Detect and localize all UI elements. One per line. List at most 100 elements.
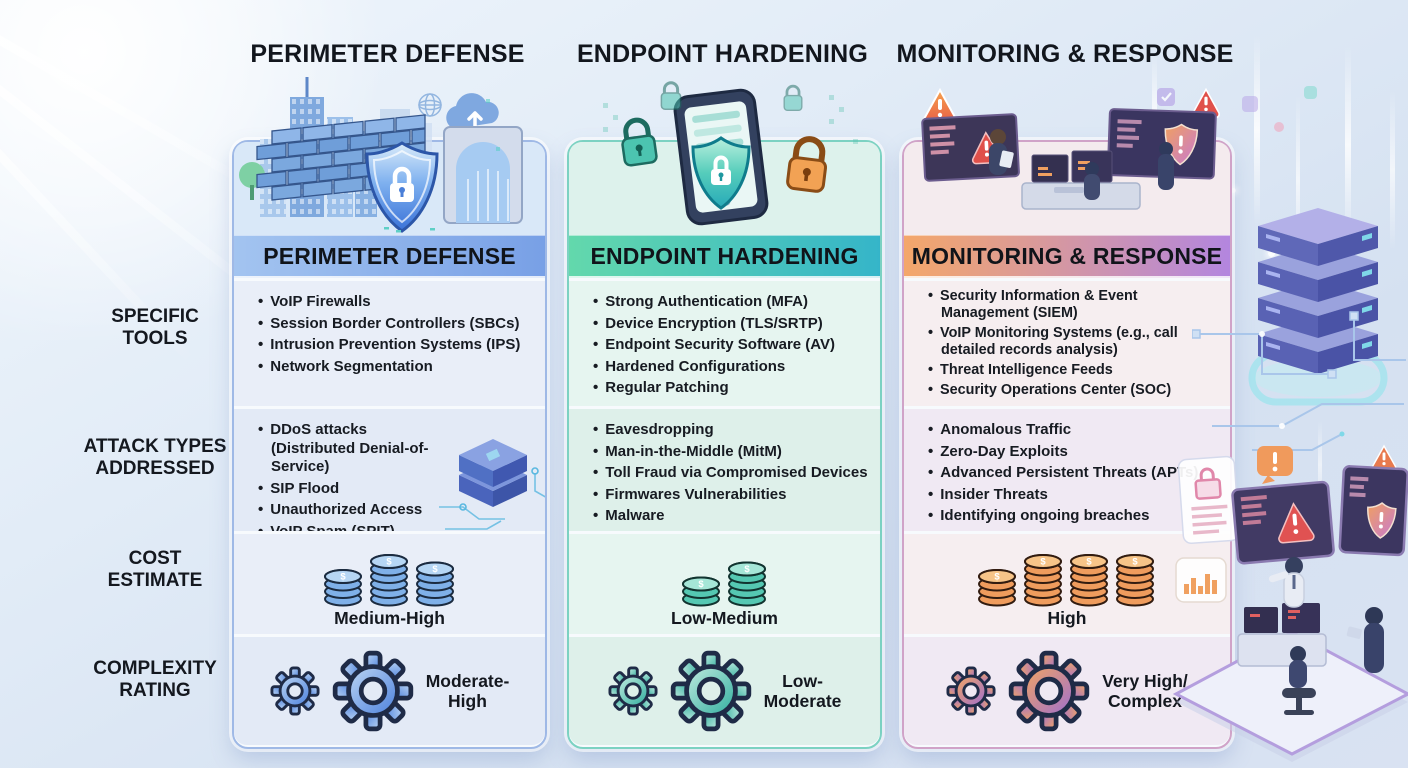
- svg-text:$: $: [698, 579, 704, 590]
- cost-label: Medium-High: [334, 607, 445, 628]
- bullet-item: Strong Authentication (MFA): [593, 293, 874, 312]
- soc-analysts-alert-monitors-illustration: [921, 87, 1221, 210]
- gear-icon: [332, 650, 414, 732]
- bullet-item: Regular Patching: [593, 379, 874, 398]
- complexity-label: Low- Moderate: [764, 671, 842, 711]
- light-streak-decoration: [1318, 420, 1322, 510]
- bullet-item: Unauthorized Access: [258, 501, 449, 520]
- column-title-perimeter: PERIMETER DEFENSE: [250, 40, 525, 68]
- attacks-list: Anomalous TrafficZero-Day ExploitsAdvanc…: [904, 409, 1230, 526]
- bullet-item: Insider Threats: [928, 486, 1224, 505]
- row-label-line: SPECIFIC: [111, 306, 199, 327]
- coin-stack-icon: $$: [677, 538, 773, 608]
- circuit-lines-decoration: [1192, 311, 1406, 451]
- card-title-band: ENDPOINT HARDENING: [569, 235, 880, 278]
- bullet-item: Zero-Day Exploits: [928, 443, 1224, 462]
- monitoring-illustration-area: [904, 87, 1230, 235]
- bullet-item: Malware: [593, 507, 874, 526]
- tools-list: VoIP FirewallsSession Border Controllers…: [234, 281, 545, 376]
- complexity-label-line: Moderate: [763, 691, 842, 711]
- column-title-endpoint: ENDPOINT HARDENING: [576, 40, 869, 68]
- svg-text:$: $: [744, 564, 750, 575]
- endpoint-illustration-area: [569, 81, 880, 235]
- bullet-item: Hardened Configurations: [593, 358, 874, 377]
- soc-room-illustration: [1172, 444, 1408, 762]
- card-endpoint-hardening: ENDPOINT HARDENING Strong Authentication…: [567, 81, 882, 749]
- bullet-item: Intrusion Prevention Systems (IPS): [258, 336, 539, 355]
- row-label-line: ADDRESSED: [95, 457, 215, 479]
- attacks-list: DDoS attacks (Distributed Denial-of-Serv…: [234, 409, 545, 531]
- cost-estimate-cell: $$$ Medium-High: [234, 534, 545, 634]
- perimeter-illustration-area: [234, 77, 545, 235]
- bullet-item: VoIP Firewalls: [258, 293, 539, 312]
- svg-text:$: $: [340, 572, 346, 583]
- row-label-line: COST: [128, 548, 182, 569]
- bullet-item: Eavesdropping: [593, 421, 874, 440]
- bullet-item: SIP Flood: [258, 480, 449, 499]
- bullet-item: VoIP Monitoring Systems (e.g., call deta…: [928, 325, 1224, 359]
- specific-tools-cell: Strong Authentication (MFA)Device Encryp…: [569, 281, 880, 406]
- svg-text:$: $: [386, 557, 392, 568]
- row-label-line: ATTACK TYPES: [83, 436, 227, 457]
- card-perimeter-defense: PERIMETER DEFENSE VoIP FirewallsSession …: [232, 77, 547, 749]
- svg-text:$: $: [994, 572, 1000, 583]
- row-label-line: TOOLS: [122, 327, 188, 349]
- card-title: MONITORING & RESPONSE: [911, 242, 1223, 269]
- bullet-item: Endpoint Security Software (AV): [593, 336, 874, 355]
- attack-types-cell: EavesdroppingMan-in-the-Middle (MitM) Tol…: [569, 409, 880, 531]
- complexity-label-line: Moderate-: [425, 670, 510, 691]
- bullet-item: Toll Fraud via Compromised Devices: [593, 464, 874, 483]
- column-title-monitoring: MONITORING & RESPONSE: [896, 40, 1234, 68]
- attack-types-cell: DDoS attacks (Distributed Denial-of-Serv…: [234, 409, 545, 531]
- row-label-complexity-rating: COMPLEXITY RATING: [55, 658, 255, 701]
- bullet-item: Security Operations Center (SOC): [928, 382, 1224, 399]
- glow-dot-decoration: [1231, 188, 1236, 193]
- bullet-item: Session Border Controllers (SBCs): [258, 315, 539, 334]
- row-label-line: RATING: [119, 679, 191, 701]
- row-label-line: COMPLEXITY: [93, 658, 217, 679]
- gear-icon: [946, 666, 996, 716]
- row-label-cost-estimate: COST ESTIMATE: [55, 548, 255, 591]
- tools-list: Strong Authentication (MFA)Device Encryp…: [569, 281, 880, 398]
- card-monitoring-response: MONITORING & RESPONSE Security Informati…: [902, 87, 1232, 749]
- cost-estimate-cell: $$$$ High: [904, 534, 1230, 634]
- gear-icon: [608, 666, 658, 716]
- bullet-item: Security Information & Event Management …: [928, 288, 1224, 322]
- complexity-rating-cell: Moderate- High: [234, 637, 545, 745]
- cost-label: Low-Medium: [671, 607, 778, 628]
- complexity-label: Very High/ Complex: [1102, 671, 1188, 711]
- coin-stack-icon: $$$: [319, 538, 461, 608]
- light-streak-decoration: [1345, 45, 1351, 245]
- attacks-list: EavesdroppingMan-in-the-Middle (MitM) Tol…: [569, 409, 880, 526]
- card-title-band: PERIMETER DEFENSE: [234, 235, 545, 278]
- complexity-label-line: High: [448, 691, 487, 711]
- bullet-item: Identifying ongoing breaches: [928, 507, 1224, 526]
- smartphone-shield-padlocks-illustration: [603, 81, 858, 226]
- row-label-attack-types: ATTACK TYPES ADDRESSED: [55, 436, 255, 479]
- city-firewall-shield-gate-illustration: [239, 77, 523, 233]
- card-title-band: MONITORING & RESPONSE: [904, 235, 1230, 278]
- tools-list: Security Information & Event Management …: [904, 281, 1230, 399]
- bullet-item: DDoS attacks (Distributed Denial-of-Serv…: [258, 421, 449, 477]
- cost-label: High: [1047, 607, 1087, 628]
- bullet-item: VoIP Spam (SPIT): [258, 523, 449, 531]
- row-label-specific-tools: SPECIFIC TOOLS: [55, 306, 255, 349]
- complexity-label: Moderate- High: [426, 671, 510, 711]
- attack-types-cell: Anomalous TrafficZero-Day ExploitsAdvanc…: [904, 409, 1230, 531]
- gear-icon: [270, 666, 320, 716]
- complexity-label-line: Very High/: [1102, 670, 1188, 691]
- light-streak-decoration: [1296, 95, 1300, 265]
- bullet-item: Man-in-the-Middle (MitM): [593, 443, 874, 462]
- card-title: PERIMETER DEFENSE: [263, 242, 516, 269]
- cost-estimate-cell: $$ Low-Medium: [569, 534, 880, 634]
- specific-tools-cell: VoIP FirewallsSession Border Controllers…: [234, 281, 545, 406]
- server-stack-illustration: [1248, 208, 1388, 406]
- light-streak-decoration: [1390, 90, 1395, 250]
- gear-icon: [670, 650, 752, 732]
- svg-text:$: $: [1132, 557, 1138, 568]
- specific-tools-cell: Security Information & Event Management …: [904, 281, 1230, 406]
- complexity-rating-cell: Low- Moderate: [569, 637, 880, 745]
- pastel-square-decoration: [1304, 86, 1317, 99]
- complexity-rating-cell: Very High/ Complex: [904, 637, 1230, 745]
